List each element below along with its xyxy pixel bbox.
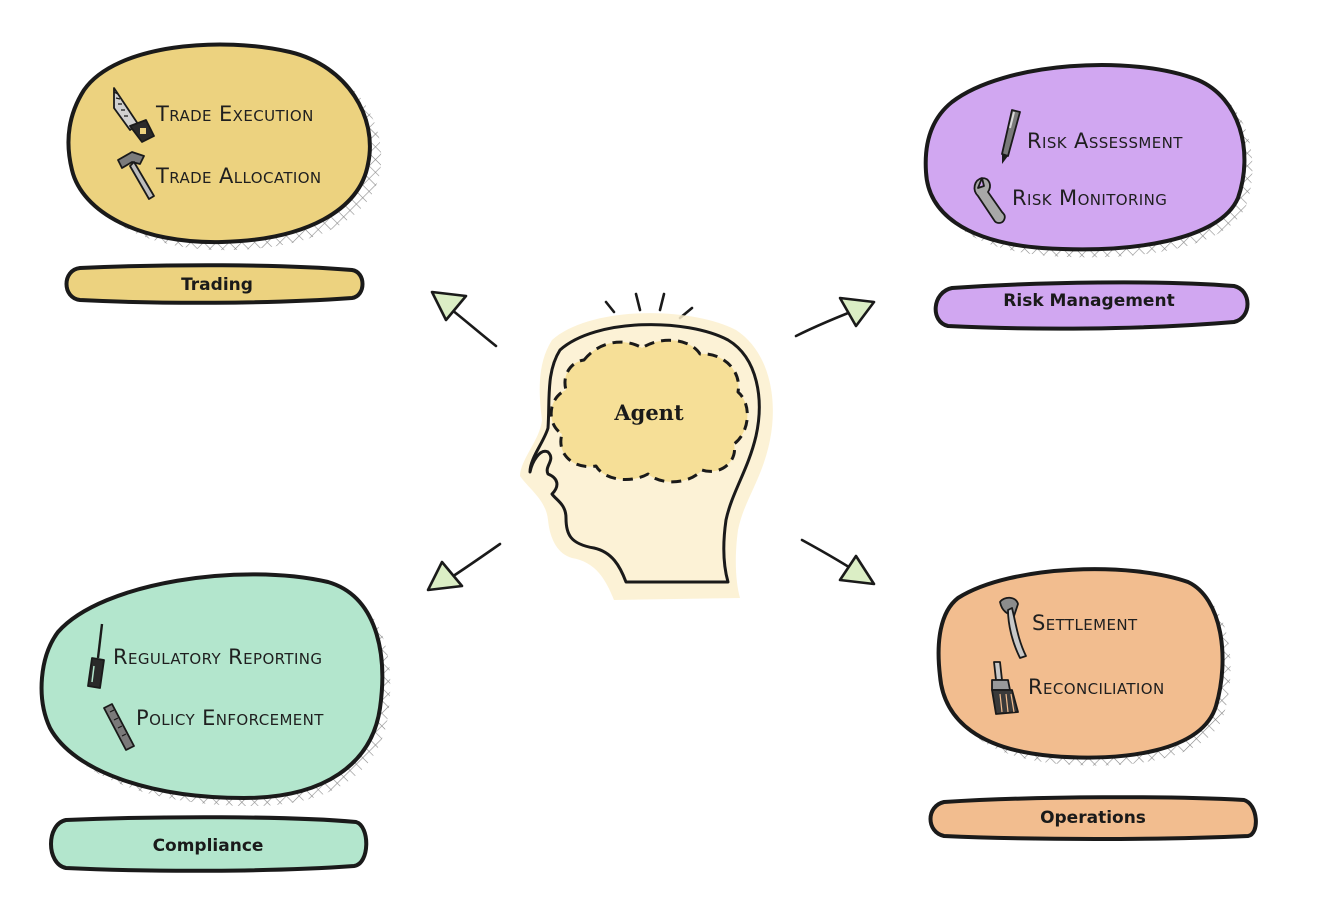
trading-blob [66,42,372,245]
axe-icon [999,596,1027,659]
saw-icon [113,87,155,143]
trading-tool-1-label: Trade Execution [155,102,314,126]
arrowhead [838,554,876,586]
risk-tool-1-label: Risk Assessment [1027,129,1183,153]
risk-group: Risk Assessment Risk Monitoring Risk Man… [923,63,1253,331]
ruler-icon [103,703,135,751]
trading-label: Trading [181,275,253,295]
hammer-icon [117,151,155,200]
wrench-icon [973,177,1006,224]
compliance-tool-2-label: Policy Enforcement [136,706,324,730]
arrow-to-compliance [426,542,502,592]
arrowhead [426,560,464,592]
arrowhead [838,296,876,328]
arrow-to-operations [800,538,876,586]
agent-label: Agent [613,400,684,425]
operations-blob [936,567,1225,760]
pen-icon [1001,109,1021,164]
compliance-tool-1-label: Regulatory Reporting [113,645,322,669]
thinking-sparks [604,292,694,320]
operations-label-pill [928,795,1258,841]
trading-label-pill [64,263,365,305]
operations-tool-2-label: Reconciliation [1028,675,1165,699]
compliance-label: Compliance [153,836,264,856]
agent-head-group: Agent [520,292,773,600]
operations-group: Settlement Reconciliation Operations [928,567,1258,841]
risk-label-pill [933,280,1250,331]
risk-label: Risk Management [1003,291,1174,311]
operations-tool-1-label: Settlement [1032,611,1138,635]
trading-group: Trade Execution Trade Allocation Trading [64,42,382,305]
arrowhead [430,290,468,322]
risk-blob [923,63,1247,252]
operations-label: Operations [1040,808,1146,828]
arrow-to-risk [794,296,876,338]
trading-tool-2-label: Trade Allocation [155,164,322,188]
arrow-to-trading [430,290,498,348]
compliance-group: Regulatory Reporting Policy Enforcement … [39,572,391,873]
paintbrush-icon [991,661,1019,715]
screwdriver-icon [87,623,105,689]
compliance-label-pill [49,815,369,873]
risk-tool-2-label: Risk Monitoring [1012,186,1167,210]
brain-outline [549,338,749,484]
